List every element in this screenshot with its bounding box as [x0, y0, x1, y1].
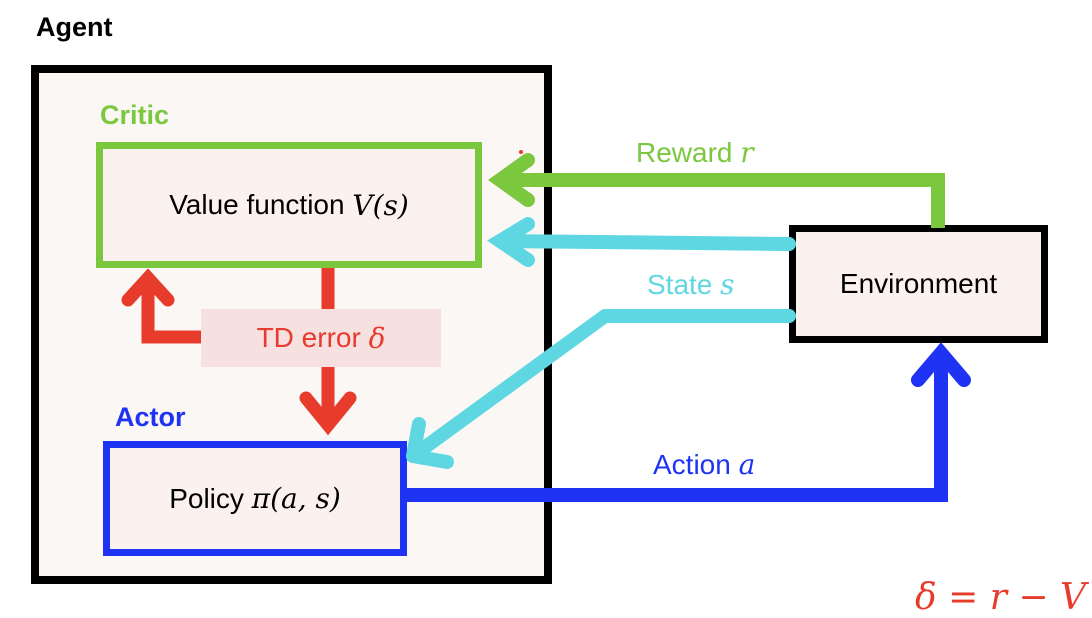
td-error-text: TD error	[256, 322, 369, 353]
value-function-node: Value function V(s)	[96, 142, 482, 268]
action-text: Action	[653, 449, 739, 480]
policy-math: π(a, s)	[251, 482, 341, 515]
reward-label: Reward r	[636, 136, 754, 169]
state-to-actor-edge	[406, 309, 796, 469]
agent-label: Agent	[36, 12, 113, 42]
state-label: State s	[647, 268, 735, 301]
state-text: State	[647, 269, 721, 300]
action-label: Action a	[653, 448, 755, 481]
value-function-text: Value function	[169, 189, 353, 220]
state-to-critic-edge	[487, 217, 796, 267]
policy-node: Policy π(a, s)	[103, 441, 407, 556]
state-math: s	[720, 268, 735, 301]
environment-label: Environment	[839, 268, 998, 299]
action-math: a	[738, 448, 756, 481]
policy-text: Policy	[169, 482, 252, 514]
actor-label: Actor	[115, 402, 186, 432]
td-error-math: δ	[368, 321, 386, 355]
environment-node: Environment	[789, 225, 1048, 343]
value-function-math: V(s)	[352, 188, 409, 222]
edges-layer	[121, 150, 971, 502]
action-edge	[407, 342, 971, 502]
reward-edge	[487, 153, 945, 228]
td-error-label: TD error δ	[201, 309, 441, 367]
reward-math: r	[740, 136, 754, 169]
critic-label: Critic	[100, 100, 170, 130]
reward-text: Reward	[636, 137, 741, 168]
stray-dot	[519, 150, 523, 154]
